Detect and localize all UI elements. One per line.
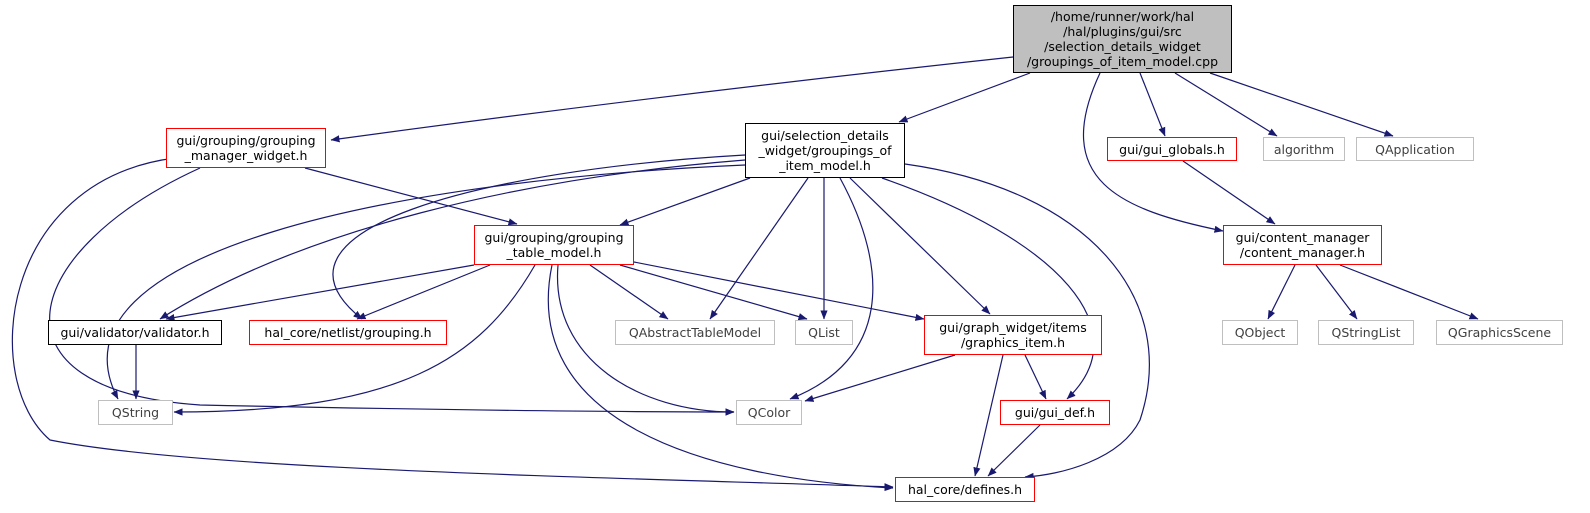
edge-groupings_h-to-netlist_grouping (332, 154, 746, 320)
node-validator-h[interactable]: gui/validator/validator.h (48, 320, 222, 345)
edge-grouping_manager-to-grouping_table (304, 167, 518, 226)
node-qcolor: QColor (736, 400, 802, 425)
edge-grouping_table-to-qabstract (589, 264, 669, 320)
edge-root-to-gui_globals (1139, 72, 1166, 137)
edge-groupings_h-to-qcolor (789, 177, 874, 400)
edge-root-to-algorithm (1174, 72, 1278, 137)
edge-graphics_item-to-defines (973, 354, 1004, 477)
node-gui-globals-h[interactable]: gui/gui_globals.h (1107, 137, 1237, 161)
edge-groupings_h-to-qabstract (709, 177, 809, 320)
node-qgraphicsscene: QGraphicsScene (1436, 320, 1563, 345)
edge-groupings_h-to-defines (904, 163, 1150, 481)
node-root-groupings-of-item-model-cpp: /home/runner/work/hal /hal/plugins/gui/s… (1013, 5, 1232, 73)
node-qlist: QList (795, 320, 853, 345)
node-qobject: QObject (1222, 320, 1298, 345)
edge-root-to-qapplication (1209, 72, 1394, 137)
edge-content_manager-to-qstringlist (1315, 264, 1358, 320)
node-qstring: QString (98, 400, 173, 425)
edge-root-to-groupings_h (898, 72, 1031, 123)
node-qabstracttablemodel: QAbstractTableModel (615, 320, 775, 345)
edge-root-to-grouping_manager (330, 56, 1014, 143)
edge-gui_def-to-defines (987, 424, 1041, 477)
edge-groupings_h-to-grouping_table (619, 177, 751, 226)
edge-grouping_table-to-defines (547, 264, 894, 492)
node-groupings-of-item-model-h[interactable]: gui/selection_details _widget/groupings_… (745, 123, 905, 178)
edge-grouping_manager-to-defines (11, 157, 894, 491)
node-grouping-table-model-h[interactable]: gui/grouping/grouping _table_model.h (474, 225, 634, 265)
edge-grouping_table-to-qlist (619, 264, 808, 321)
edge-grouping_table-to-graphics_item (633, 261, 925, 321)
edge-grouping_table-to-qstring (173, 264, 536, 416)
node-graphics-item-h[interactable]: gui/graph_widget/items /graphics_item.h (924, 315, 1102, 355)
edge-content_manager-to-qgraphicsscene (1339, 264, 1479, 320)
edge-grouping_manager-to-qcolor (49, 167, 735, 416)
node-content-manager-h[interactable]: gui/content_manager /content_manager.h (1223, 225, 1382, 265)
edge-grouping_table-to-netlist_grouping (356, 264, 491, 320)
edge-graphics_item-to-gui_def (1024, 354, 1047, 400)
edge-groupings_h-to-graphics_item (849, 177, 991, 315)
edge-graphics_item-to-qcolor (804, 354, 956, 402)
node-gui-def-h[interactable]: gui/gui_def.h (1000, 400, 1110, 425)
edge-grouping_table-to-qcolor (556, 264, 735, 416)
edge-content_manager-to-qobject (1267, 264, 1296, 320)
node-algorithm: algorithm (1263, 137, 1345, 161)
node-qstringlist: QStringList (1318, 320, 1414, 345)
node-qapplication: QApplication (1356, 137, 1474, 161)
edge-gui_globals-to-content_manager (1182, 160, 1276, 225)
edge-root-to-content_manager (1082, 72, 1224, 233)
edge-grouping_table-to-validator (165, 264, 475, 322)
edge-groupings_h-to-validator (159, 159, 746, 320)
node-netlist-grouping-h[interactable]: hal_core/netlist/grouping.h (249, 320, 447, 345)
node-defines-h[interactable]: hal_core/defines.h (895, 477, 1035, 502)
node-grouping-manager-widget-h[interactable]: gui/grouping/grouping _manager_widget.h (166, 128, 326, 168)
edge-groupings_h-to-gui_def (881, 177, 1095, 400)
